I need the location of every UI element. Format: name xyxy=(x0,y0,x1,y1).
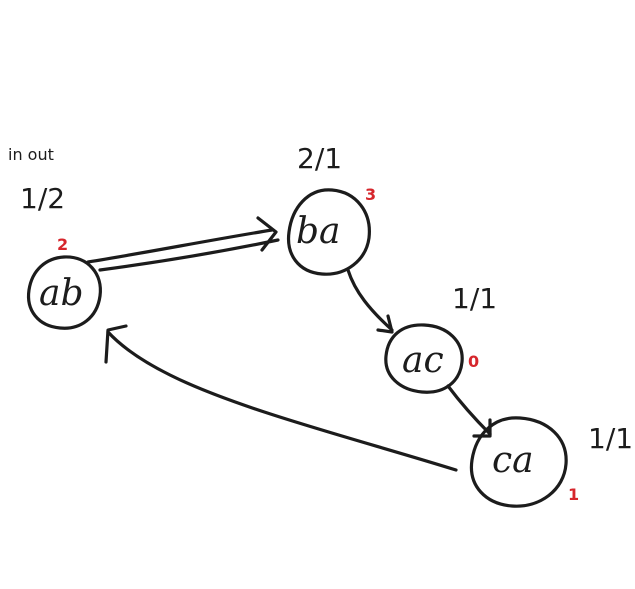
edge-ac-to-ca-arrowhead xyxy=(472,418,492,438)
edge-ab-to-ba xyxy=(86,216,280,272)
node-ba: ba 3 2/1 xyxy=(286,142,376,276)
node-ba-order: 3 xyxy=(365,185,376,204)
node-ab-label: ab xyxy=(39,273,84,314)
edge-ba-to-ac-line xyxy=(346,268,394,332)
legend-value: 1/2 xyxy=(20,182,65,215)
edge-ab-to-ba-line-2 xyxy=(98,238,280,272)
node-ca: ca 1 1/1 xyxy=(469,416,633,508)
edge-ba-to-ac xyxy=(346,268,394,334)
edge-ab-to-ba-arrowhead xyxy=(256,216,278,252)
node-ac-order: 0 xyxy=(468,352,479,371)
node-ca-circle xyxy=(469,416,568,508)
edge-ca-to-ab-arrowhead xyxy=(104,324,128,364)
node-ac-label: ac xyxy=(402,340,444,381)
edge-ca-to-ab-line xyxy=(106,330,458,472)
node-ca-degree: 1/1 xyxy=(588,422,633,455)
node-ca-order: 1 xyxy=(568,485,579,504)
node-ac: ac 0 1/1 xyxy=(384,282,497,394)
node-ab: ab 2 xyxy=(26,235,102,330)
edge-ab-to-ba-line xyxy=(86,228,274,264)
node-ab-order: 2 xyxy=(57,235,68,254)
node-ba-label: ba xyxy=(296,211,341,252)
edge-ca-to-ab xyxy=(104,324,458,472)
node-ba-degree: 2/1 xyxy=(297,142,342,175)
edge-ac-to-ca xyxy=(446,384,492,438)
legend-header: in out xyxy=(8,145,54,164)
node-ba-circle xyxy=(286,188,371,276)
node-ac-degree: 1/1 xyxy=(452,282,497,315)
node-ca-label: ca xyxy=(492,440,534,481)
edge-ac-to-ca-line xyxy=(446,384,492,436)
edge-ba-to-ac-arrowhead xyxy=(376,314,394,334)
node-ab-circle xyxy=(26,255,102,330)
node-ac-circle xyxy=(384,323,464,394)
